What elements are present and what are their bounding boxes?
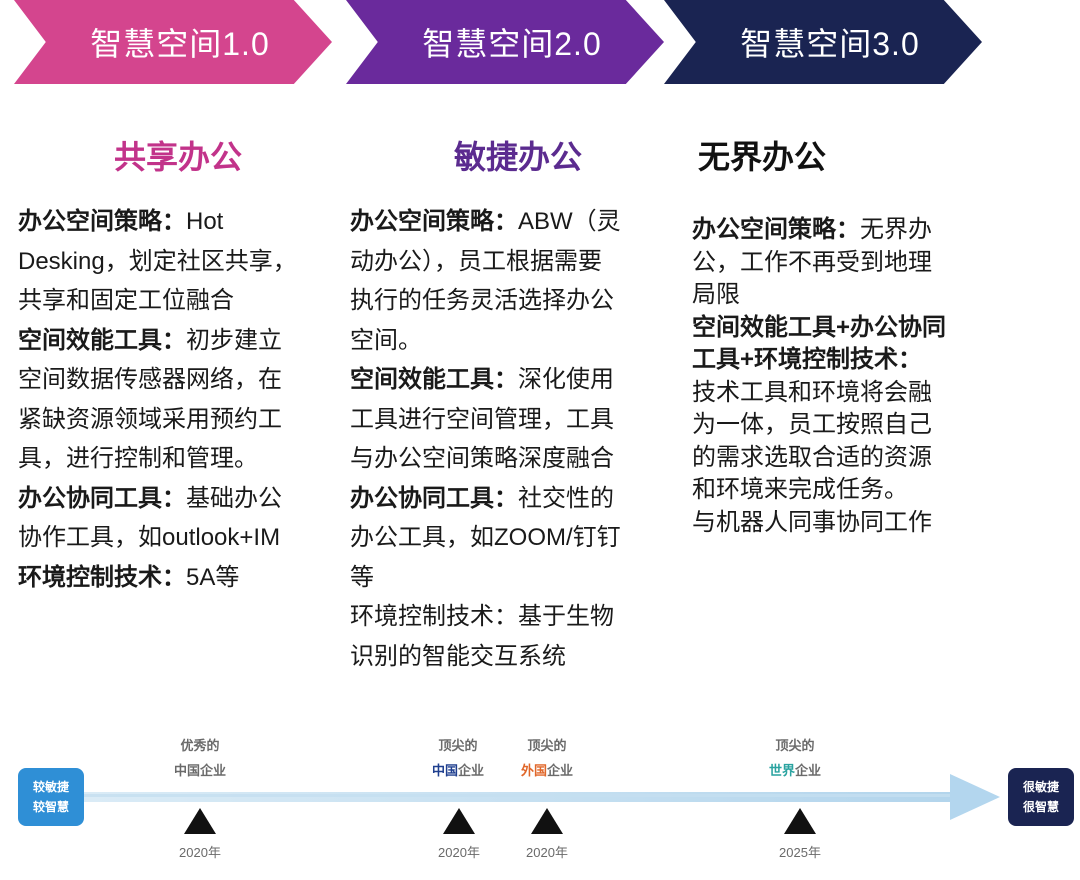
column-2-text: 办公空间策略：ABW（灵 动办公），员工根据需要 执行的任务灵活选择办公 空间。… bbox=[350, 202, 670, 676]
column-1-text: 办公空间策略：Hot Desking，划定社区共享， 共享和固定工位融合 空间效… bbox=[18, 202, 338, 597]
stage-label-2: 智慧空间2.0 bbox=[422, 26, 602, 62]
c3-line-4: 空间效能工具+办公协同 bbox=[692, 313, 947, 341]
c1-line-6: 紧缺资源领域采用预约工 bbox=[18, 405, 282, 433]
c2-line-7: 与办公空间策略深度融合 bbox=[350, 445, 614, 472]
marker-1-triangle bbox=[184, 808, 216, 834]
c1-line-4: 空间效能工具：初步建立 bbox=[18, 326, 282, 354]
marker-4-year: 2025年 bbox=[779, 845, 821, 860]
c2-line-2: 动办公），员工根据需要 bbox=[350, 247, 602, 275]
c3-line-2: 公，工作不再受到地理 bbox=[692, 248, 932, 276]
stage-chevron-1: 智慧空间1.0 bbox=[14, 0, 332, 84]
c1-line-9: 协作工具，如outlook+IM bbox=[18, 524, 281, 551]
c1-line-3: 共享和固定工位融合 bbox=[18, 287, 234, 314]
c2-line-3: 执行的任务灵活选择办公 bbox=[350, 287, 614, 314]
c3-line-7: 为一体，员工按照自己 bbox=[692, 411, 932, 438]
c3-line-6: 技术工具和环境将会融 bbox=[692, 378, 932, 406]
stage-chevron-2: 智慧空间2.0 bbox=[346, 0, 664, 84]
c2-line-10: 等 bbox=[350, 563, 374, 591]
heading-shared-office: 共享办公 bbox=[114, 139, 243, 175]
timeline-end-badge: 很敏捷 很智慧 bbox=[1008, 768, 1074, 826]
c2-line-6: 工具进行空间管理，工具 bbox=[350, 405, 614, 433]
marker-2-label: 顶尖的 中国企业 bbox=[431, 738, 485, 778]
c2-line-5: 空间效能工具：深化使用 bbox=[350, 366, 614, 393]
marker-1-year: 2020年 bbox=[179, 845, 221, 860]
marker-2-triangle bbox=[443, 808, 475, 834]
marker-4-triangle bbox=[784, 808, 816, 834]
c1-line-2: Desking，划定社区共享， bbox=[18, 247, 297, 275]
c3-line-10: 与机器人同事协同工作 bbox=[692, 508, 932, 536]
marker-4-label: 顶尖的 世界企业 bbox=[768, 738, 822, 778]
c2-line-9: 办公工具，如ZOOM/钉钉 bbox=[350, 524, 621, 551]
c3-line-8: 的需求选取合适的资源 bbox=[692, 443, 932, 471]
c2-line-11: 环境控制技术：基于生物 bbox=[350, 603, 614, 630]
c1-line-7: 具，进行控制和管理。 bbox=[18, 445, 258, 472]
c2-line-12: 识别的智能交互系统 bbox=[350, 642, 566, 670]
column-3-text: 办公空间策略：无界办 公，工作不再受到地理 局限 空间效能工具+办公协同 工具+… bbox=[692, 214, 1022, 539]
c3-line-9: 和环境来完成任务。 bbox=[692, 476, 908, 503]
c2-line-8: 办公协同工具：社交性的 bbox=[350, 484, 614, 512]
c3-line-1: 办公空间策略：无界办 bbox=[692, 216, 932, 243]
stage-label-1: 智慧空间1.0 bbox=[90, 26, 270, 62]
marker-3-year: 2020年 bbox=[526, 845, 568, 860]
c1-line-10: 环境控制技术：5A等 bbox=[18, 563, 240, 591]
marker-2-year: 2020年 bbox=[438, 845, 480, 860]
timeline-arrow bbox=[84, 774, 1000, 820]
c2-line-4: 空间。 bbox=[350, 326, 422, 354]
c2-line-1: 办公空间策略：ABW（灵 bbox=[350, 208, 621, 235]
heading-agile-office: 敏捷办公 bbox=[454, 139, 583, 175]
marker-1-label: 优秀的 中国企业 bbox=[173, 738, 227, 778]
c1-line-8: 办公协同工具：基础办公 bbox=[18, 484, 282, 512]
heading-borderless-office: 无界办公 bbox=[698, 139, 827, 175]
stage-label-3: 智慧空间3.0 bbox=[740, 26, 920, 62]
marker-3-label: 顶尖的 外国企业 bbox=[520, 738, 574, 778]
c1-line-1: 办公空间策略：Hot bbox=[18, 208, 224, 235]
c1-line-5: 空间数据传感器网络，在 bbox=[18, 366, 282, 393]
c3-line-5: 工具+环境控制技术： bbox=[692, 346, 923, 373]
timeline-start-badge: 较敏捷 较智慧 bbox=[18, 768, 84, 826]
stage-chevron-3: 智慧空间3.0 bbox=[664, 0, 982, 84]
marker-3-triangle bbox=[531, 808, 563, 834]
c3-line-3: 局限 bbox=[692, 281, 740, 308]
